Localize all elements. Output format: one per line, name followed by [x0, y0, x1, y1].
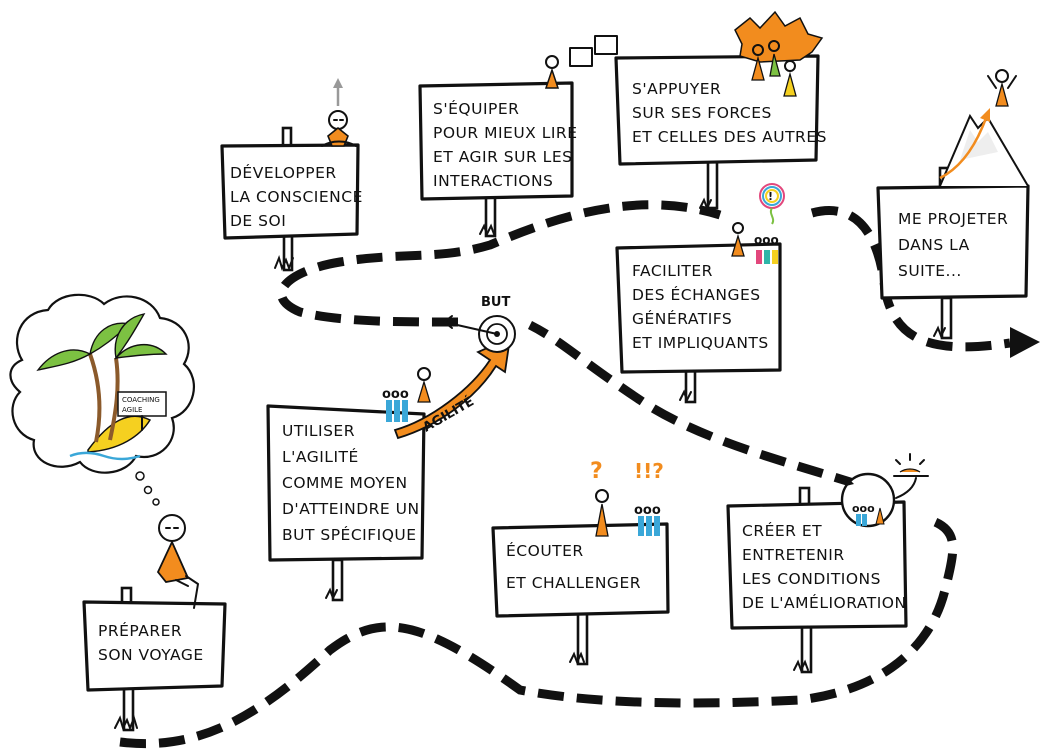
journey-path [527, 320, 862, 490]
colorful-idea-icon: ! ooo [731, 183, 785, 264]
sign-projeter-line2: DANS LA [898, 236, 970, 254]
dreamer-character-icon [156, 514, 199, 609]
sign-faciliter-line3: GÉNÉRATIFS [632, 309, 732, 328]
sign-creer: CRÉER ET ENTRETENIR LES CONDITIONS DE L'… [726, 453, 929, 674]
sign-equiper-line2: POUR MIEUX LIRE [433, 124, 578, 142]
sign-faciliter: FACILITER DES ÉCHANGES GÉNÉRATIFS ET IMP… [615, 183, 785, 404]
sign-faciliter-line4: ET IMPLIQUANTS [632, 334, 769, 352]
sign-appuyer-line2: SUR SES FORCES [632, 104, 772, 122]
sign-agilite-line1: UTILISER [282, 422, 355, 440]
journey-path [119, 515, 958, 749]
questioning-people-icon: ? !!? ooo [590, 459, 664, 537]
mountain-peak-icon [939, 69, 1029, 187]
sign-creer-line1: CRÉER ET [742, 521, 822, 540]
sign-creer-line2: ENTRETENIR [742, 546, 845, 564]
sign-equiper-line3: ET AGIR SUR LES [433, 148, 572, 166]
team-burst-icon [734, 10, 824, 97]
sign-projeter-line3: SUITE... [898, 262, 962, 280]
question-mark-symbol: ? [590, 459, 603, 484]
improvement-cycle-icon: ooo [840, 453, 929, 528]
journey-path [277, 200, 722, 327]
sign-ecouter-line1: ÉCOUTER [506, 541, 584, 560]
sign-developper: DÉVELOPPER LA CONSCIENCE DE SOI [220, 78, 363, 272]
sign-agilite-line2: L'AGILITÉ [282, 447, 359, 466]
sign-equiper: S'ÉQUIPER POUR MIEUX LIRE ET AGIR SUR LE… [418, 35, 618, 238]
island-sign-line1: COACHING [122, 396, 160, 404]
sign-equiper-line1: S'ÉQUIPER [433, 99, 519, 118]
sign-projeter-line1: ME PROJETER [898, 210, 1008, 228]
sign-appuyer-line3: ET CELLES DES AUTRES [632, 128, 827, 146]
speech-bubbles-icon [544, 35, 618, 89]
group-heads-symbol: ooo [754, 233, 779, 247]
sign-agilite: UTILISER L'AGILITÉ COMME MOYEN D'ATTEIND… [266, 404, 426, 602]
meditating-person-icon [321, 78, 357, 147]
sign-agilite-line3: COMME MOYEN [282, 474, 408, 492]
sign-developper-line2: LA CONSCIENCE [230, 188, 363, 206]
sign-agilite-line5: BUT SPÉCIFIQUE [282, 525, 417, 544]
sign-equiper-line4: INTERACTIONS [433, 172, 553, 190]
listener-heads: ooo [634, 503, 661, 518]
sign-faciliter-line1: FACILITER [632, 262, 713, 280]
sign-preparer: PRÉPARER SON VOYAGE [82, 586, 227, 732]
thought-bubble-island: COACHING AGILE [9, 293, 195, 506]
exclaim-question-symbol: !!? [634, 459, 664, 483]
exclamation-symbol: ! [768, 190, 773, 203]
sign-creer-line3: LES CONDITIONS [742, 570, 881, 588]
sign-projeter: ME PROJETER DANS LA SUITE... [876, 69, 1030, 340]
target-label: BUT [481, 295, 510, 310]
path-arrow-head [1010, 327, 1040, 358]
sign-ecouter-line2: ET CHALLENGER [506, 574, 641, 592]
sign-appuyer-line1: S'APPUYER [632, 80, 721, 98]
sign-appuyer: S'APPUYER SUR SES FORCES ET CELLES DES A… [614, 10, 827, 211]
sign-developper-line3: DE SOI [230, 212, 286, 230]
island-sign-line2: AGILE [122, 406, 142, 414]
agility-arrow-group: AGILITÉ ooo BUT [382, 295, 516, 440]
sign-creer-line4: DE L'AMÉLIORATION [742, 593, 907, 612]
sign-developper-line1: DÉVELOPPER [230, 163, 337, 182]
sign-preparer-line2: SON VOYAGE [98, 646, 204, 664]
sign-ecouter: ÉCOUTER ET CHALLENGER ? !!? ooo [491, 459, 670, 666]
agile-team-heads: ooo [382, 387, 409, 402]
sign-faciliter-line2: DES ÉCHANGES [632, 285, 761, 304]
sign-agilite-line4: D'ATTEINDRE UN [282, 500, 420, 518]
cycle-team-heads: ooo [852, 502, 875, 515]
sign-preparer-line1: PRÉPARER [98, 621, 182, 640]
